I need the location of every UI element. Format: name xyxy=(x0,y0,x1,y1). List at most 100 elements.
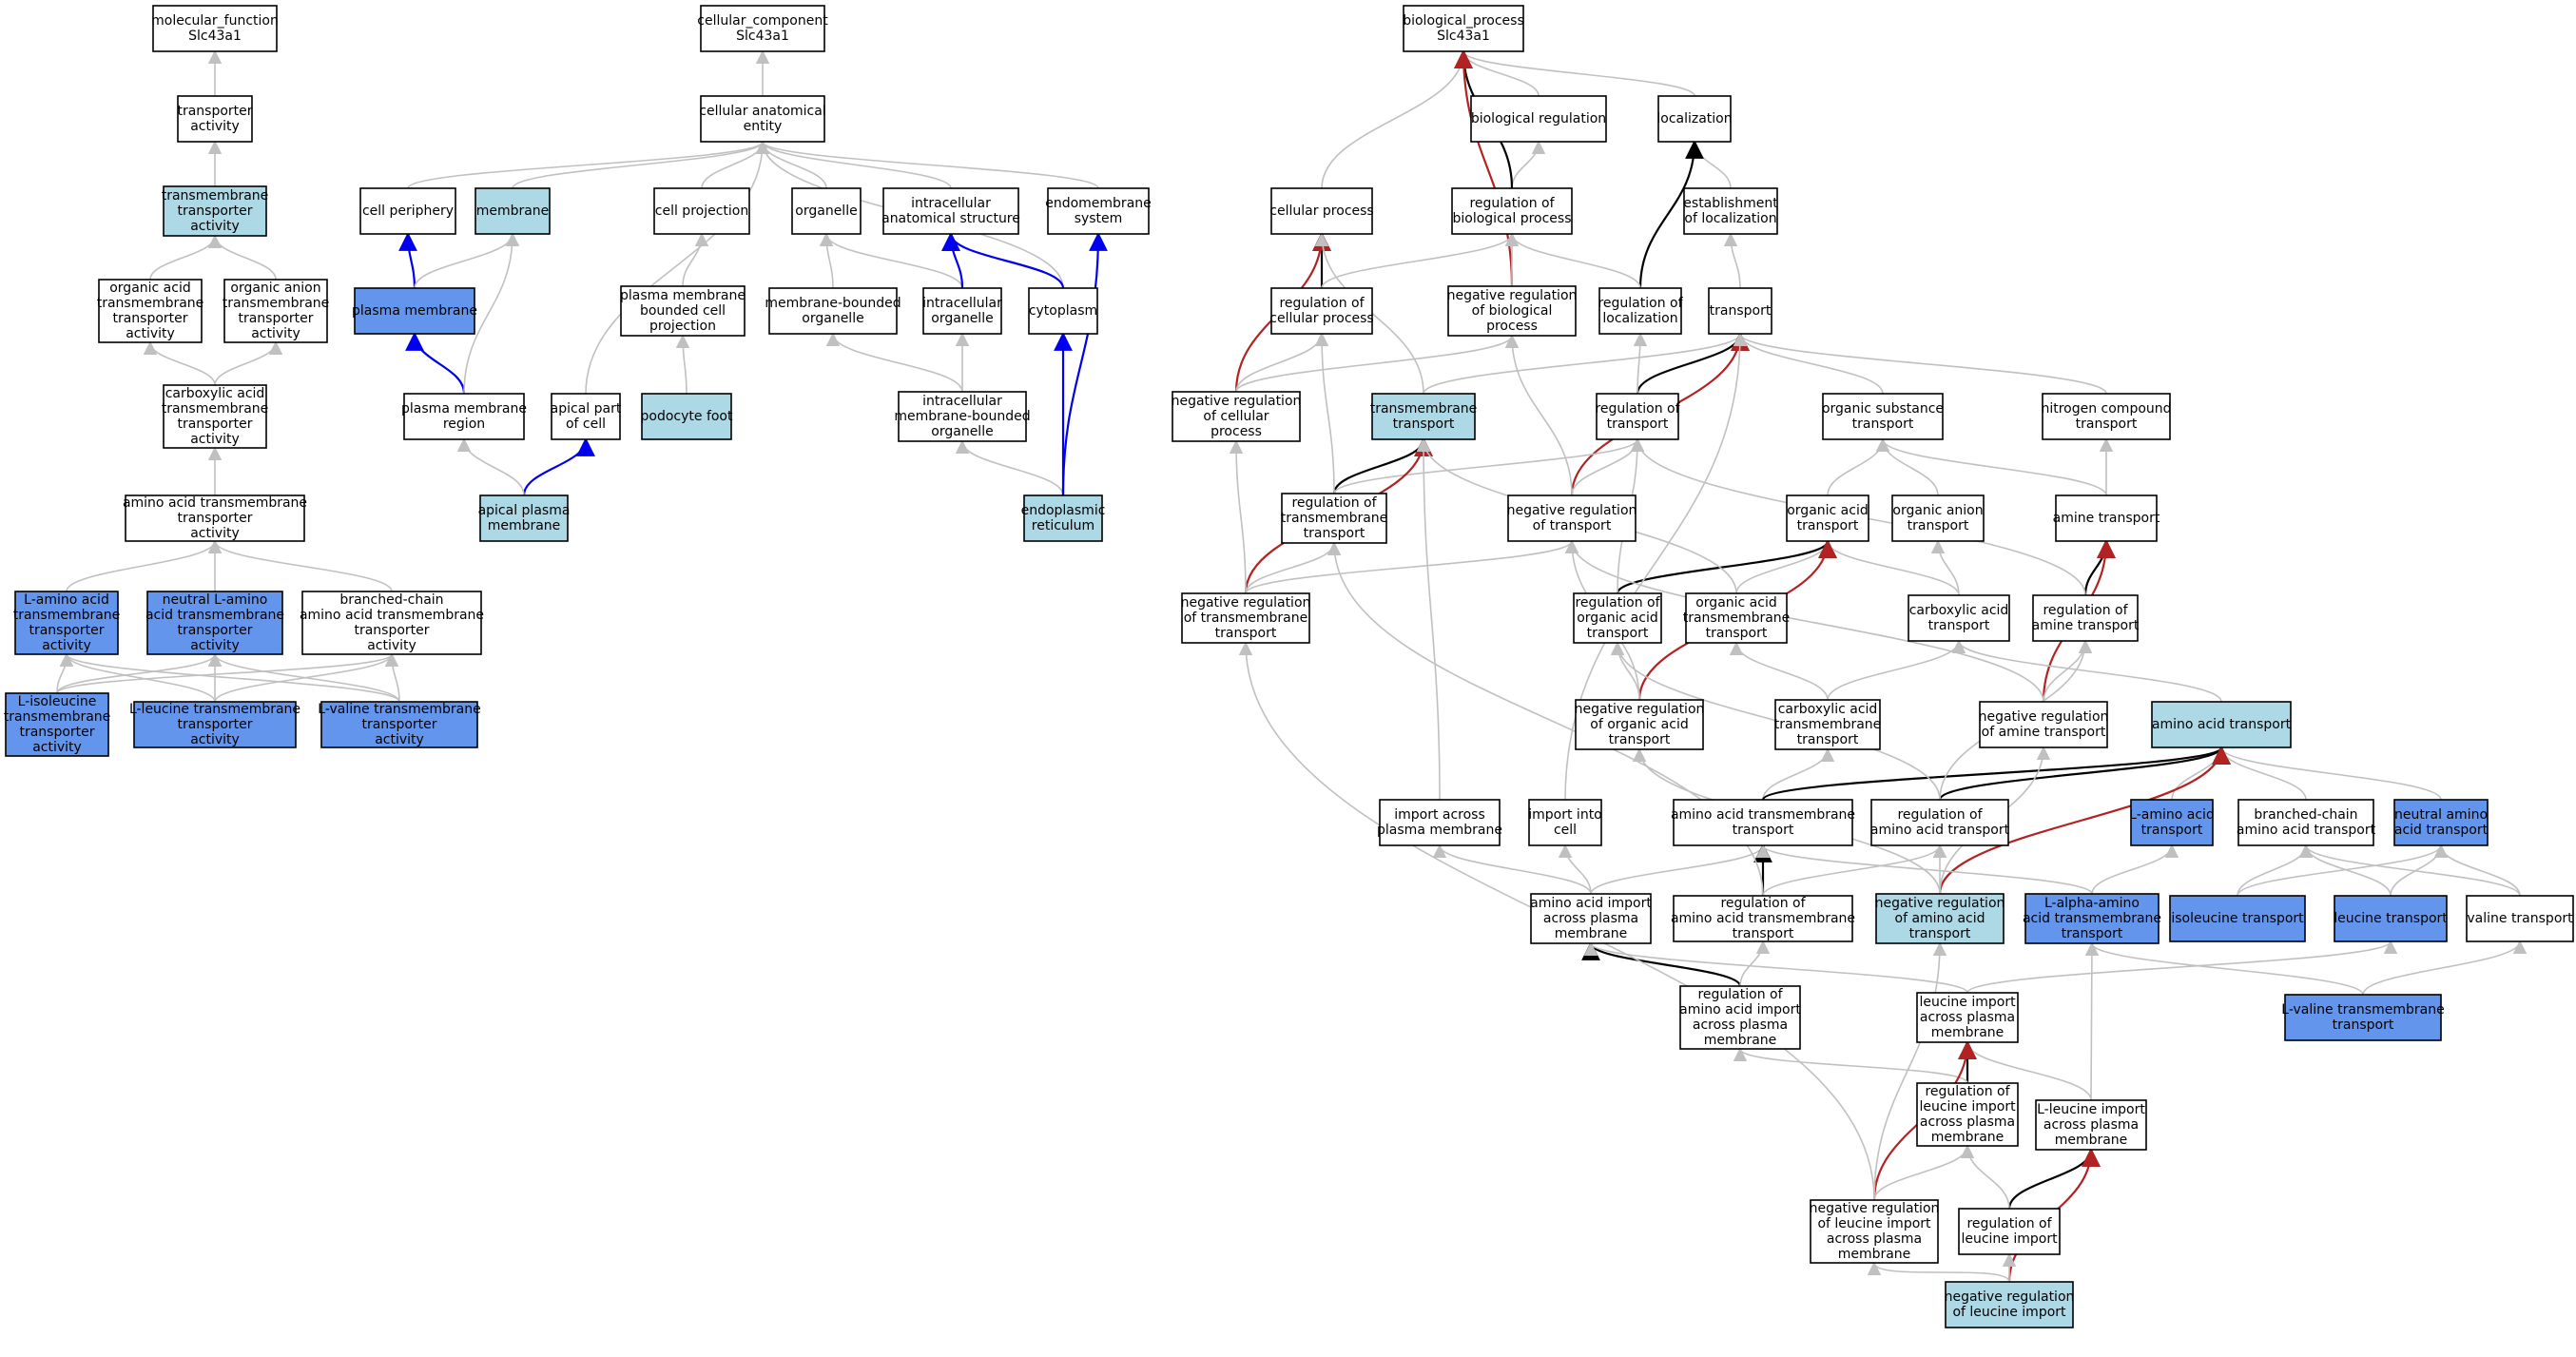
node-cp[interactable]: cellular process xyxy=(1269,187,1374,235)
node-cata[interactable]: carboxylic acidtransmembranetransportera… xyxy=(162,384,269,449)
node-box-eloc xyxy=(1683,187,1778,235)
edge-is-a-eloc-to-loc xyxy=(1687,140,1732,189)
node-cyto[interactable]: cytoplasm xyxy=(1028,287,1098,335)
node-lleuta[interactable]: L-leucine transmembranetransporteractivi… xyxy=(129,701,300,748)
edge-is-a-aaiapm-to-iic xyxy=(1558,843,1592,895)
node-tr[interactable]: transport xyxy=(1708,287,1772,335)
node-amt[interactable]: amine transport xyxy=(2053,494,2160,542)
node-valt[interactable]: valine transport xyxy=(2466,895,2574,942)
node-label-nrtmt-1: of transmembrane xyxy=(1184,611,1308,626)
node-breg[interactable]: biological regulation xyxy=(1470,95,1607,143)
node-box-org xyxy=(791,187,862,235)
edge-is-a-laaatmt-to-laat xyxy=(2091,843,2179,895)
node-aata[interactable]: amino acid transmembranetransporteractiv… xyxy=(123,494,307,542)
node-oanta[interactable]: organic aniontransmembranetransporteract… xyxy=(223,279,330,343)
node-box-cper xyxy=(359,187,456,235)
node-box-oant xyxy=(1891,494,1985,542)
node-laata[interactable]: L-amino acidtransmembranetransporteracti… xyxy=(13,591,121,655)
node-pf[interactable]: podocyte foot xyxy=(641,393,733,440)
node-label-rtr-1: transport xyxy=(1607,417,1669,432)
node-label-roat-0: regulation of xyxy=(1575,595,1660,611)
node-aat[interactable]: amino acid transport xyxy=(2151,701,2292,748)
node-lvalta[interactable]: L-valine transmembranetransporteractivit… xyxy=(318,701,481,748)
node-cper[interactable]: cell periphery xyxy=(359,187,456,235)
node-label-apc-1: of cell xyxy=(566,417,606,432)
node-oatta[interactable]: organic acidtransmembranetransporteracti… xyxy=(97,279,204,343)
node-label-mbo-1: organelle xyxy=(802,311,863,326)
node-leut[interactable]: leucine transport xyxy=(2334,895,2448,942)
edge-is-a-lvalta-to-nlaata xyxy=(207,652,400,703)
node-label-rcp-1: cellular process xyxy=(1269,311,1373,326)
node-cproj[interactable]: cell projection xyxy=(653,187,750,235)
node-ilet[interactable]: isoleucine transport xyxy=(2169,895,2306,942)
node-label-nlaata-0: neutral L-amino xyxy=(163,592,268,608)
node-pm[interactable]: plasma membrane xyxy=(352,287,477,335)
node-box-mem xyxy=(475,187,551,235)
node-box-bp xyxy=(1403,5,1524,52)
node-loc[interactable]: localization xyxy=(1656,95,1733,143)
node-org[interactable]: organelle xyxy=(791,187,862,235)
node-lileta[interactable]: L-isoleucinetransmembranetransporteracti… xyxy=(4,692,111,757)
node-mem[interactable]: membrane xyxy=(475,187,551,235)
